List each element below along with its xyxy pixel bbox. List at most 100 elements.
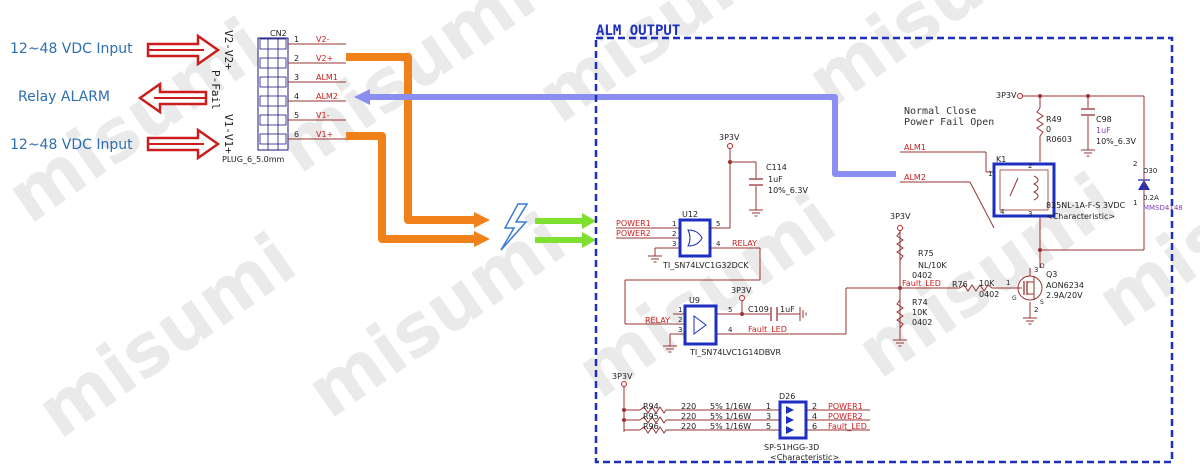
u9-pin2: 2 — [678, 316, 682, 324]
relay-alarm-label: Relay ALARM — [18, 89, 110, 105]
r75-pkg: 0402 — [912, 271, 932, 280]
u12-pin5: 5 — [716, 220, 720, 228]
d26-row-net: POWER1 — [828, 402, 863, 411]
d26-row-pin-left: 3 — [766, 412, 771, 421]
connector-vtext-pfail: P-Fail — [209, 70, 222, 110]
c114-rating: 10%_6.3V — [768, 186, 809, 195]
orange-arrow-bottom — [474, 231, 490, 247]
relay-alm2: ALM2 — [904, 173, 926, 182]
watermark-text: misumi — [22, 217, 311, 454]
u12-supply-label: 3P3V — [719, 133, 740, 142]
d26-row-pin-right: 4 — [812, 412, 817, 421]
note-line1: Normal Close — [904, 106, 976, 117]
connector-pin-net: V1+ — [316, 130, 333, 139]
connector-cell — [259, 76, 287, 88]
connector-pin-net: ALM1 — [316, 73, 338, 82]
d26-row-net: POWER2 — [828, 412, 863, 421]
connector-ref: CN2 — [270, 29, 287, 38]
c109-ref: C109 — [748, 305, 769, 314]
connector-pin-net: ALM2 — [316, 92, 338, 101]
green-arrow-top-head — [582, 213, 596, 229]
c98-value: 1uF — [1096, 126, 1111, 135]
u12-gate: U12 TI_SN74LVC1G32DCK POWER1 POWER2 RELA… — [616, 210, 757, 270]
u9-pin4: 4 — [728, 326, 733, 334]
connector-pin-number: 2 — [294, 54, 299, 63]
fault-led-net: Fault_LED — [902, 279, 941, 288]
q3-pin3: 3 — [1034, 266, 1038, 274]
watermark-text: misumi — [562, 177, 851, 414]
c114-value: 1uF — [768, 175, 783, 184]
r49-ref: R49 — [1046, 115, 1062, 124]
green-arrow-bottom-head — [582, 232, 596, 248]
u9-supply-label: 3P3V — [731, 286, 752, 295]
connector-pin-net: V2+ — [316, 54, 333, 63]
r75-ref: R75 — [918, 249, 934, 258]
q3-d: D — [1040, 263, 1045, 270]
r74-ref: R74 — [912, 298, 928, 307]
q3-s: S — [1040, 299, 1044, 306]
r74-value: 10K — [912, 308, 928, 317]
q3-pin2: 2 — [1034, 306, 1038, 314]
r75-supply-label: 3P3V — [890, 212, 911, 221]
d30-pin2: 2 — [1133, 160, 1137, 168]
u9-gate: U9 TI_SN74LVC1G14DBVR RELAY Fault_LED 1 … — [645, 296, 787, 357]
q3-g: G — [1012, 295, 1017, 302]
connector-cn2: CN2 PLUG_6_5.0mm — [222, 29, 289, 164]
r76-ref: R76 — [952, 280, 968, 289]
q3-ref: Q3 — [1046, 270, 1057, 279]
note-line2: Power Fail Open — [904, 117, 994, 128]
ground-symbols — [648, 149, 1095, 353]
relay-pin1: 1 — [988, 170, 992, 178]
watermark-text: misumi — [292, 197, 581, 434]
d26-part: SP-51HGG-3D — [764, 443, 819, 452]
orange-arrow-top — [474, 212, 490, 228]
d26-row-resistor-value: 220 — [681, 412, 696, 421]
u12-pin1: 1 — [672, 220, 676, 228]
d30-part: MMSD4148 — [1143, 204, 1183, 212]
d26-char: <Characteristic> — [770, 453, 839, 462]
alm-output-frame — [594, 36, 1174, 464]
relay-pin3: 3 — [1028, 210, 1032, 218]
orange-wire-top — [346, 53, 478, 224]
u12-ref: U12 — [682, 210, 698, 219]
d26-row-resistor-spec: 5% 1/16W — [710, 412, 751, 421]
r74-pkg: 0402 — [912, 318, 932, 327]
q3-mosfet: 1 3 2 D G S Q3 AON6234 2.9A/20V — [1006, 263, 1084, 314]
relay-pin4: 4 — [1000, 208, 1005, 216]
connector-vtext-v1: V1-V1+ — [222, 114, 235, 154]
orange-wire-bottom — [346, 132, 478, 243]
c98-rating: 10%_6.3V — [1096, 137, 1137, 146]
d26-row-resistor-spec: 5% 1/16W — [710, 422, 751, 431]
u12-out: RELAY — [732, 239, 757, 248]
relay-pin2: 2 — [1028, 162, 1032, 170]
schematic-wires — [616, 95, 1145, 432]
u12-pin4: 4 — [716, 240, 721, 248]
led-pack-d26: D26 SP-51HGG-3D <Characteristic> — [764, 392, 839, 462]
connector-pin-number: 4 — [294, 92, 299, 101]
r76-pkg: 0402 — [979, 290, 999, 299]
connector-cell — [259, 133, 287, 145]
relay-ref: K1 — [996, 155, 1006, 164]
connector-cell — [259, 114, 287, 126]
c98-ref: C98 — [1096, 115, 1112, 124]
d26-row-pin-left: 1 — [766, 402, 771, 411]
d26-row-pin-right: 2 — [812, 402, 817, 411]
u9-in: RELAY — [645, 316, 670, 325]
q3-rating: 2.9A/20V — [1046, 291, 1083, 300]
capacitor-symbols — [749, 108, 1095, 321]
u9-out: Fault_LED — [748, 325, 787, 334]
d30-rating: 0.2A — [1143, 194, 1159, 202]
d26-row-resistor-spec: 5% 1/16W — [710, 402, 751, 411]
q3-part: AON6234 — [1046, 281, 1084, 290]
d26-supply-label: 3P3V — [612, 372, 633, 381]
d26-row-resistor-ref: R96 — [643, 422, 659, 431]
connector-cell — [259, 57, 287, 69]
c109-value: 1uF — [780, 305, 795, 314]
alarm-signal-arrowhead — [354, 89, 370, 105]
u9-pin1: 1 — [678, 306, 682, 314]
u12-pin2: 2 — [672, 230, 676, 238]
diode-d30: D30 2 1 0.2A MMSD4148 — [1133, 160, 1183, 212]
connector-cell — [259, 95, 287, 107]
input-top-label: 12~48 VDC Input — [10, 41, 133, 57]
